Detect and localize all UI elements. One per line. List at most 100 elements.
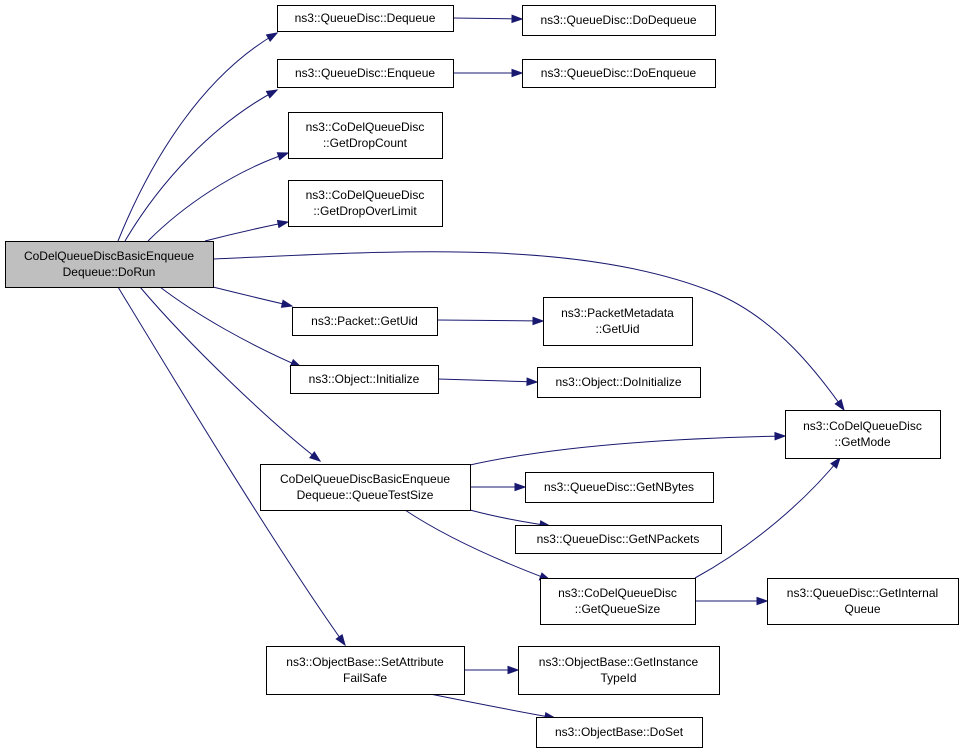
node-label-line: ns3::QueueDisc::Dequeue: [295, 11, 436, 25]
node-label-line: ns3::CoDelQueueDisc: [558, 586, 677, 600]
edge-line: [117, 32, 278, 242]
node-label-line: ns3::QueueDisc::DoEnqueue: [541, 66, 697, 80]
edge-arrowhead: [834, 398, 845, 412]
node-queuetestsize[interactable]: CoDelQueueDiscBasicEnqueueDequeue::Queue…: [260, 464, 471, 511]
node-packetgetuid[interactable]: ns3::Packet::GetUid: [292, 307, 438, 336]
node-getnbytes[interactable]: ns3::QueueDisc::GetNBytes: [525, 472, 714, 503]
node-box: [767, 578, 959, 625]
node-label-line: ns3::ObjectBase::DoSet: [555, 725, 684, 739]
node-doset[interactable]: ns3::ObjectBase::DoSet: [536, 717, 703, 748]
node-box: [515, 525, 722, 554]
node-label-line: ::GetQueueSize: [575, 602, 661, 616]
edge-dorun-to-getmode: [212, 251, 845, 412]
node-box: [288, 180, 443, 227]
edge-arrowhead: [276, 219, 290, 229]
node-objinit[interactable]: ns3::Object::Initialize: [290, 365, 439, 394]
edge-dorun-to-dequeue: [117, 32, 279, 242]
edge-setattrfailsafe-to-getinstancetypeid: [464, 665, 520, 675]
edge-dorun-to-setattrfailsafe: [117, 286, 346, 647]
edge-line: [429, 693, 556, 719]
node-label-line: ns3::QueueDisc::GetNBytes: [544, 480, 694, 494]
node-label-line: ns3::PacketMetadata: [561, 306, 674, 320]
node-metadatagetuid[interactable]: ns3::PacketMetadata::GetUid: [543, 297, 693, 346]
edge-line: [159, 286, 302, 368]
edge-line: [452, 17, 523, 20]
node-getmode[interactable]: ns3::CoDelQueueDisc::GetMode: [785, 410, 941, 459]
edge-arrowhead: [511, 68, 524, 78]
edge-arrowhead: [276, 152, 290, 161]
node-label-line: ns3::Packet::GetUid: [311, 314, 418, 328]
node-box: [525, 472, 714, 503]
node-label-line: ns3::CoDelQueueDisc: [803, 419, 922, 433]
edge-arrowhead: [280, 299, 294, 308]
node-doenqueue[interactable]: ns3::QueueDisc::DoEnqueue: [522, 59, 716, 88]
edges-layer: [117, 14, 845, 721]
edge-dorun-to-enqueue: [124, 89, 279, 242]
node-box: [277, 59, 454, 88]
edge-getqueuesize-to-getinternalqueue: [695, 596, 769, 606]
node-box: [518, 646, 720, 695]
node-box: [292, 307, 438, 336]
edge-enqueue-to-doenqueue: [453, 68, 524, 78]
edge-arrowhead: [309, 451, 322, 462]
edge-arrowhead: [532, 316, 545, 326]
node-getdropcount[interactable]: ns3::CoDelQueueDisc::GetDropCount: [288, 112, 443, 159]
edge-line: [404, 509, 551, 581]
node-dodequeue[interactable]: ns3::QueueDisc::DoDequeue: [522, 5, 716, 36]
edge-setattrfailsafe-to-doset: [429, 693, 557, 721]
node-box: [290, 365, 439, 394]
node-getqueuesize[interactable]: ns3::CoDelQueueDisc::GetQueueSize: [540, 578, 696, 625]
node-label-line: ns3::ObjectBase::GetInstance: [539, 655, 699, 669]
edge-arrowhead: [756, 596, 769, 606]
edge-dequeue-to-dodequeue: [452, 14, 524, 24]
node-getdropoverlimit[interactable]: ns3::CoDelQueueDisc::GetDropOverLimit: [288, 180, 443, 227]
edge-queuetestsize-to-getnbytes: [470, 482, 527, 492]
edge-arrowhead: [514, 482, 527, 492]
edge-arrowhead: [526, 377, 539, 386]
edge-line: [204, 221, 289, 242]
edge-dorun-to-getdropoverlimit: [204, 219, 290, 242]
edge-line: [437, 378, 538, 383]
edge-arrowhead: [335, 633, 346, 647]
node-box: [266, 646, 465, 695]
node-box: [260, 464, 471, 511]
edge-arrowhead: [265, 32, 279, 42]
node-getnpackets[interactable]: ns3::QueueDisc::GetNPackets: [515, 525, 722, 554]
node-label-line: CoDelQueueDiscBasicEnqueue: [24, 249, 194, 263]
node-box: [540, 578, 696, 625]
node-label-line: CoDelQueueDiscBasicEnqueue: [280, 472, 450, 486]
edge-arrowhead: [511, 14, 524, 24]
node-label-line: ns3::CoDelQueueDisc: [306, 120, 425, 134]
nodes-layer: CoDelQueueDiscBasicEnqueueDequeue::DoRun…: [5, 5, 959, 748]
edge-line: [469, 509, 551, 527]
node-box: [5, 241, 214, 288]
node-label-line: FailSafe: [343, 671, 387, 685]
node-label-line: Queue: [844, 602, 880, 616]
edge-line: [117, 286, 346, 646]
node-label-line: ns3::QueueDisc::GetNPackets: [537, 532, 700, 546]
node-label-line: ::GetMode: [834, 435, 890, 449]
node-label-line: ns3::CoDelQueueDisc: [306, 188, 425, 202]
node-box: [537, 367, 701, 398]
node-box: [785, 410, 941, 459]
edge-dorun-to-objinit: [159, 286, 303, 368]
edge-packetgetuid-to-metadatagetuid: [436, 316, 545, 326]
node-enqueue[interactable]: ns3::QueueDisc::Enqueue: [277, 59, 454, 88]
edge-queuetestsize-to-getmode: [469, 431, 787, 466]
node-box: [522, 5, 716, 36]
node-objdoinit[interactable]: ns3::Object::DoInitialize: [537, 367, 701, 398]
node-label-line: Dequeue::QueueTestSize: [297, 488, 434, 502]
edge-objinit-to-objdoinit: [437, 377, 539, 386]
edge-line: [436, 319, 544, 322]
node-box: [522, 59, 716, 88]
node-dequeue[interactable]: ns3::QueueDisc::Dequeue: [277, 5, 454, 32]
edge-line: [124, 89, 278, 242]
edge-dorun-to-queuetestsize: [139, 286, 322, 462]
node-label-line: ::GetDropCount: [323, 136, 408, 150]
edge-line: [212, 251, 845, 411]
